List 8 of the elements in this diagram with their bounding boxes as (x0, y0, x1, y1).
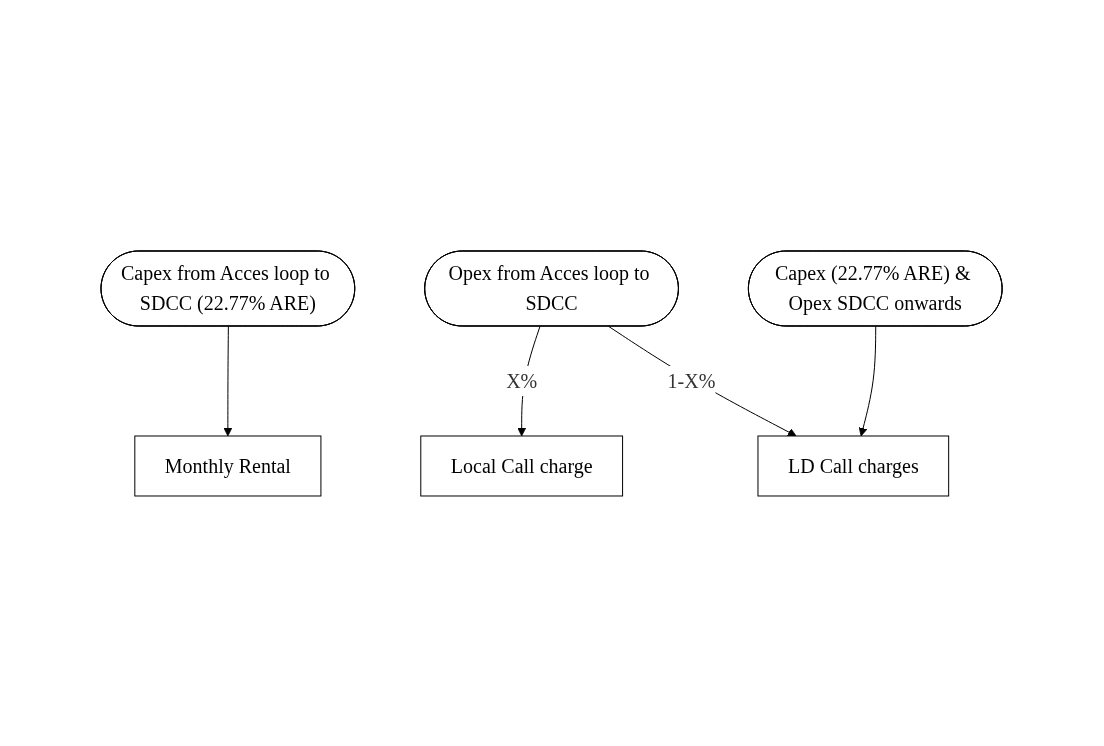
arrow (608, 325, 798, 436)
arrow (859, 325, 877, 436)
node-box: LD Call charges (757, 435, 950, 496)
node-box: Local Call charge (420, 435, 624, 496)
edge-label: X% (506, 369, 538, 392)
node-box: Monthly Rental (134, 435, 322, 496)
arrow (223, 325, 233, 436)
edge-label: 1-X% (668, 369, 716, 392)
